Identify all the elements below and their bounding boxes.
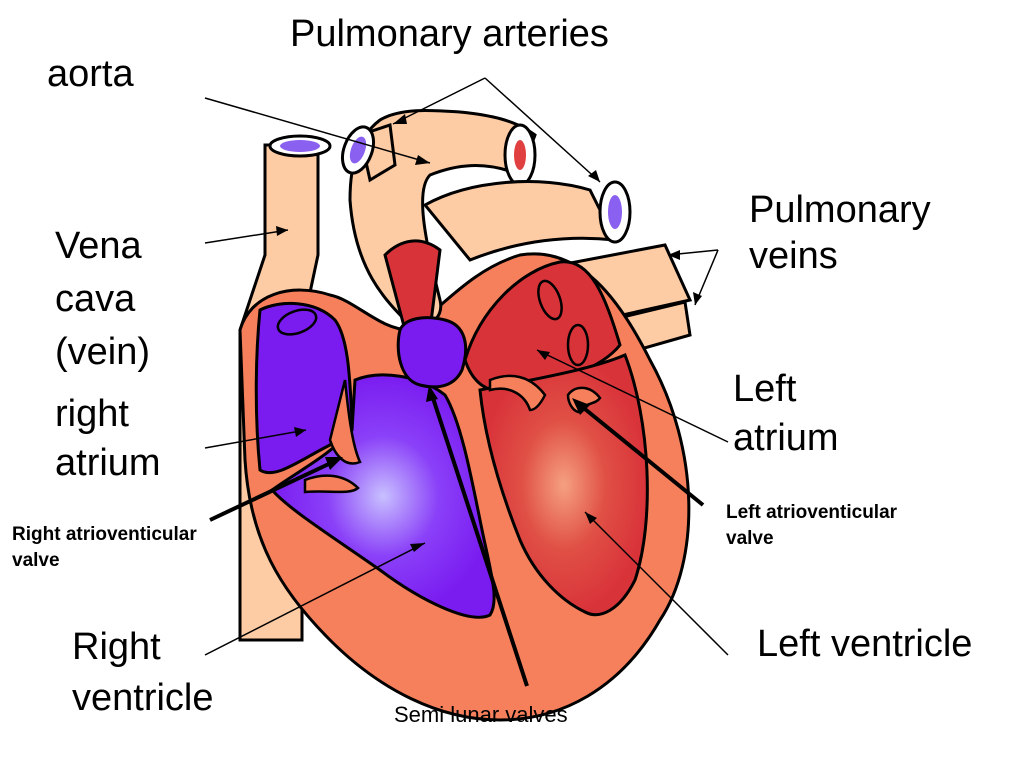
right-atrium-label: right atrium (55, 393, 161, 485)
thick-arrowheads (325, 385, 590, 470)
left-atrium-leader (536, 349, 729, 443)
right-ventricle-leader (204, 542, 426, 656)
left-av-valve-pointer (578, 403, 705, 507)
right-av-valve-label: Right atrioventicular valve (12, 524, 197, 571)
aorta-leader (204, 97, 431, 164)
semi-lunar-valves-pointer (430, 394, 529, 687)
pulmonary-arteries-label: Pulmonary arteries (290, 13, 609, 55)
left-ventricle-label: Left ventricle (757, 623, 973, 665)
right-av-valve-pointer (209, 460, 334, 522)
pulmonary-arteries-leader-left (392, 77, 486, 125)
left-av-valve-label: Left atrioventicular valve (726, 502, 898, 549)
right-atrium (254, 301, 354, 475)
pulmonary-artery-trunk (340, 122, 632, 262)
thick-pointers (209, 394, 705, 687)
pulmonary-arteries-leader-right (484, 77, 601, 183)
vena-cava-leader (204, 229, 289, 244)
left-ventricle (478, 353, 649, 617)
aorta-label: aorta (47, 53, 134, 95)
leader-arrowheads (276, 114, 702, 552)
right-atrium-leader (204, 429, 307, 449)
right-av-valve-shape (303, 379, 362, 494)
semi-lunar-valves-label: Semi lunar valves (394, 702, 568, 727)
left-ventricle-leader (584, 511, 729, 656)
semi-lunar-valve (396, 316, 468, 389)
left-atrium-label: Left atrium (733, 368, 839, 460)
pulmonary-veins-label: Pulmonary veins (749, 189, 931, 277)
right-ventricle-label: Right ventricle (72, 626, 214, 720)
left-av-valve-shape (488, 374, 602, 414)
vena-cava-label: Vena cava (vein) (55, 225, 151, 374)
left-atrium (383, 239, 622, 394)
